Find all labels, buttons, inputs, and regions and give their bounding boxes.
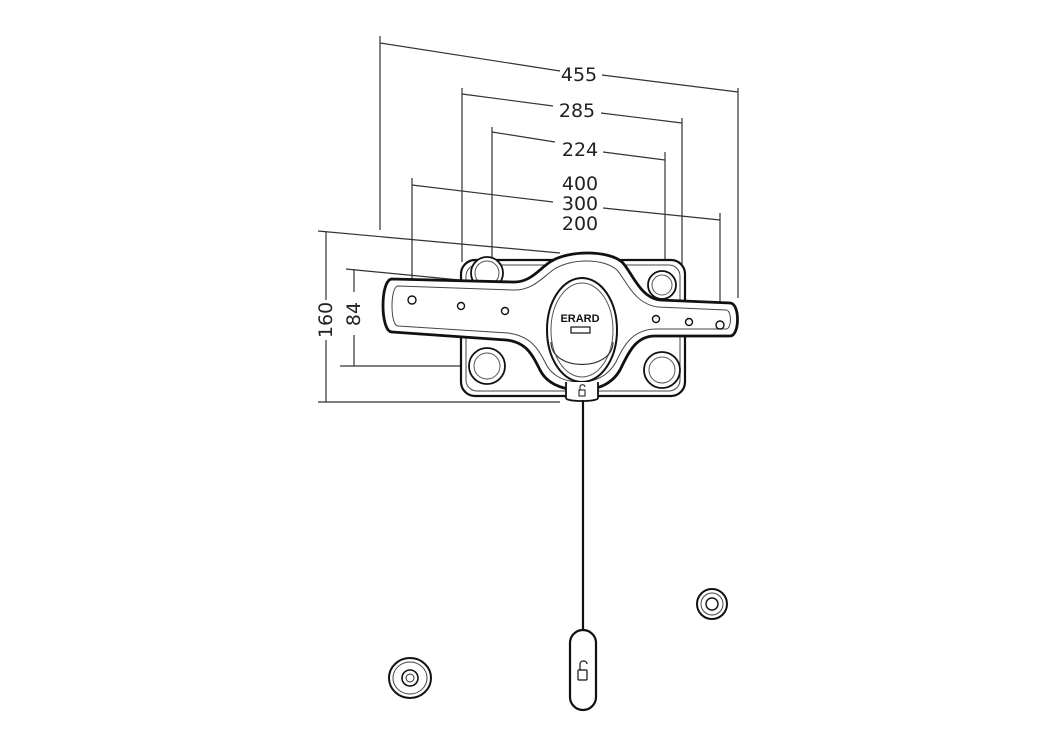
dimension-455 xyxy=(379,36,739,298)
label-400: 400 xyxy=(562,173,598,195)
safety-lock-tab xyxy=(565,382,599,402)
label-200: 200 xyxy=(562,213,598,235)
center-cover: ERARD xyxy=(546,277,618,383)
lock-icon xyxy=(578,389,586,397)
brand-logo: ERARD xyxy=(560,313,599,325)
label-84: 84 xyxy=(343,302,365,326)
plate-hole-bottom-right xyxy=(643,351,681,389)
dimension-285 xyxy=(461,88,683,280)
label-160: 160 xyxy=(315,302,337,338)
dimension-labels: 455 285 224 400 300 200 160 84 xyxy=(315,64,598,338)
spacer-small xyxy=(696,588,728,620)
bracket-holes xyxy=(407,295,725,330)
dimension-224 xyxy=(491,127,666,268)
unlock-icon xyxy=(577,660,588,681)
release-cord[interactable] xyxy=(568,400,598,712)
label-300: 300 xyxy=(562,193,598,215)
spacer-large xyxy=(388,657,432,699)
label-224: 224 xyxy=(562,139,598,161)
plate-hole-bottom-left xyxy=(468,347,506,385)
dimension-160 xyxy=(317,230,561,403)
cover-slot xyxy=(570,326,591,334)
tv-bracket: ERARD xyxy=(381,251,739,402)
plate-hole-top-right xyxy=(647,270,677,300)
label-285: 285 xyxy=(559,100,595,122)
label-455: 455 xyxy=(561,64,597,86)
